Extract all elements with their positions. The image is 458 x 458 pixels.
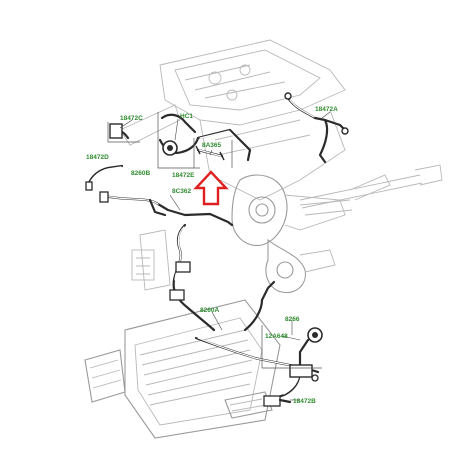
hose-18472c: [109, 123, 130, 140]
label-18472b: 18472B: [293, 398, 316, 405]
label-12a648: 12A648: [265, 333, 288, 340]
label-group-8260a: [211, 311, 223, 331]
label-18472e: 18472E: [172, 172, 195, 179]
label-8266: 8266: [285, 316, 300, 323]
hose-18472a: [284, 92, 349, 164]
label-group-18472c: [107, 119, 140, 143]
label-18472d: 18472D: [86, 154, 109, 161]
label-18472c: 18472C: [120, 115, 143, 122]
label-hc1: HC1: [180, 113, 193, 120]
label-group-hc1: [157, 112, 200, 169]
label-8260b: 8260B: [131, 170, 150, 177]
red-arrow-icon: [193, 170, 229, 206]
label-8c362: 8C362: [172, 188, 192, 195]
hose-18472d: [85, 164, 124, 191]
label-group-8a365: [193, 138, 233, 168]
hose-8c362: [169, 223, 216, 332]
label-8260a: 8260A: [200, 307, 219, 314]
label-group-8266: [261, 320, 322, 369]
hose-8a365: [195, 145, 225, 161]
thermostat-housing: [289, 327, 323, 382]
label-8a365: 8A365: [202, 142, 222, 149]
label-group-8c362: [169, 194, 181, 211]
hose-8260b: [99, 191, 234, 227]
label-18472a: 18472A: [315, 106, 338, 113]
engine-outline: [84, 39, 443, 439]
label-group-18472a: [321, 111, 331, 119]
hose-hc1: [158, 113, 252, 162]
